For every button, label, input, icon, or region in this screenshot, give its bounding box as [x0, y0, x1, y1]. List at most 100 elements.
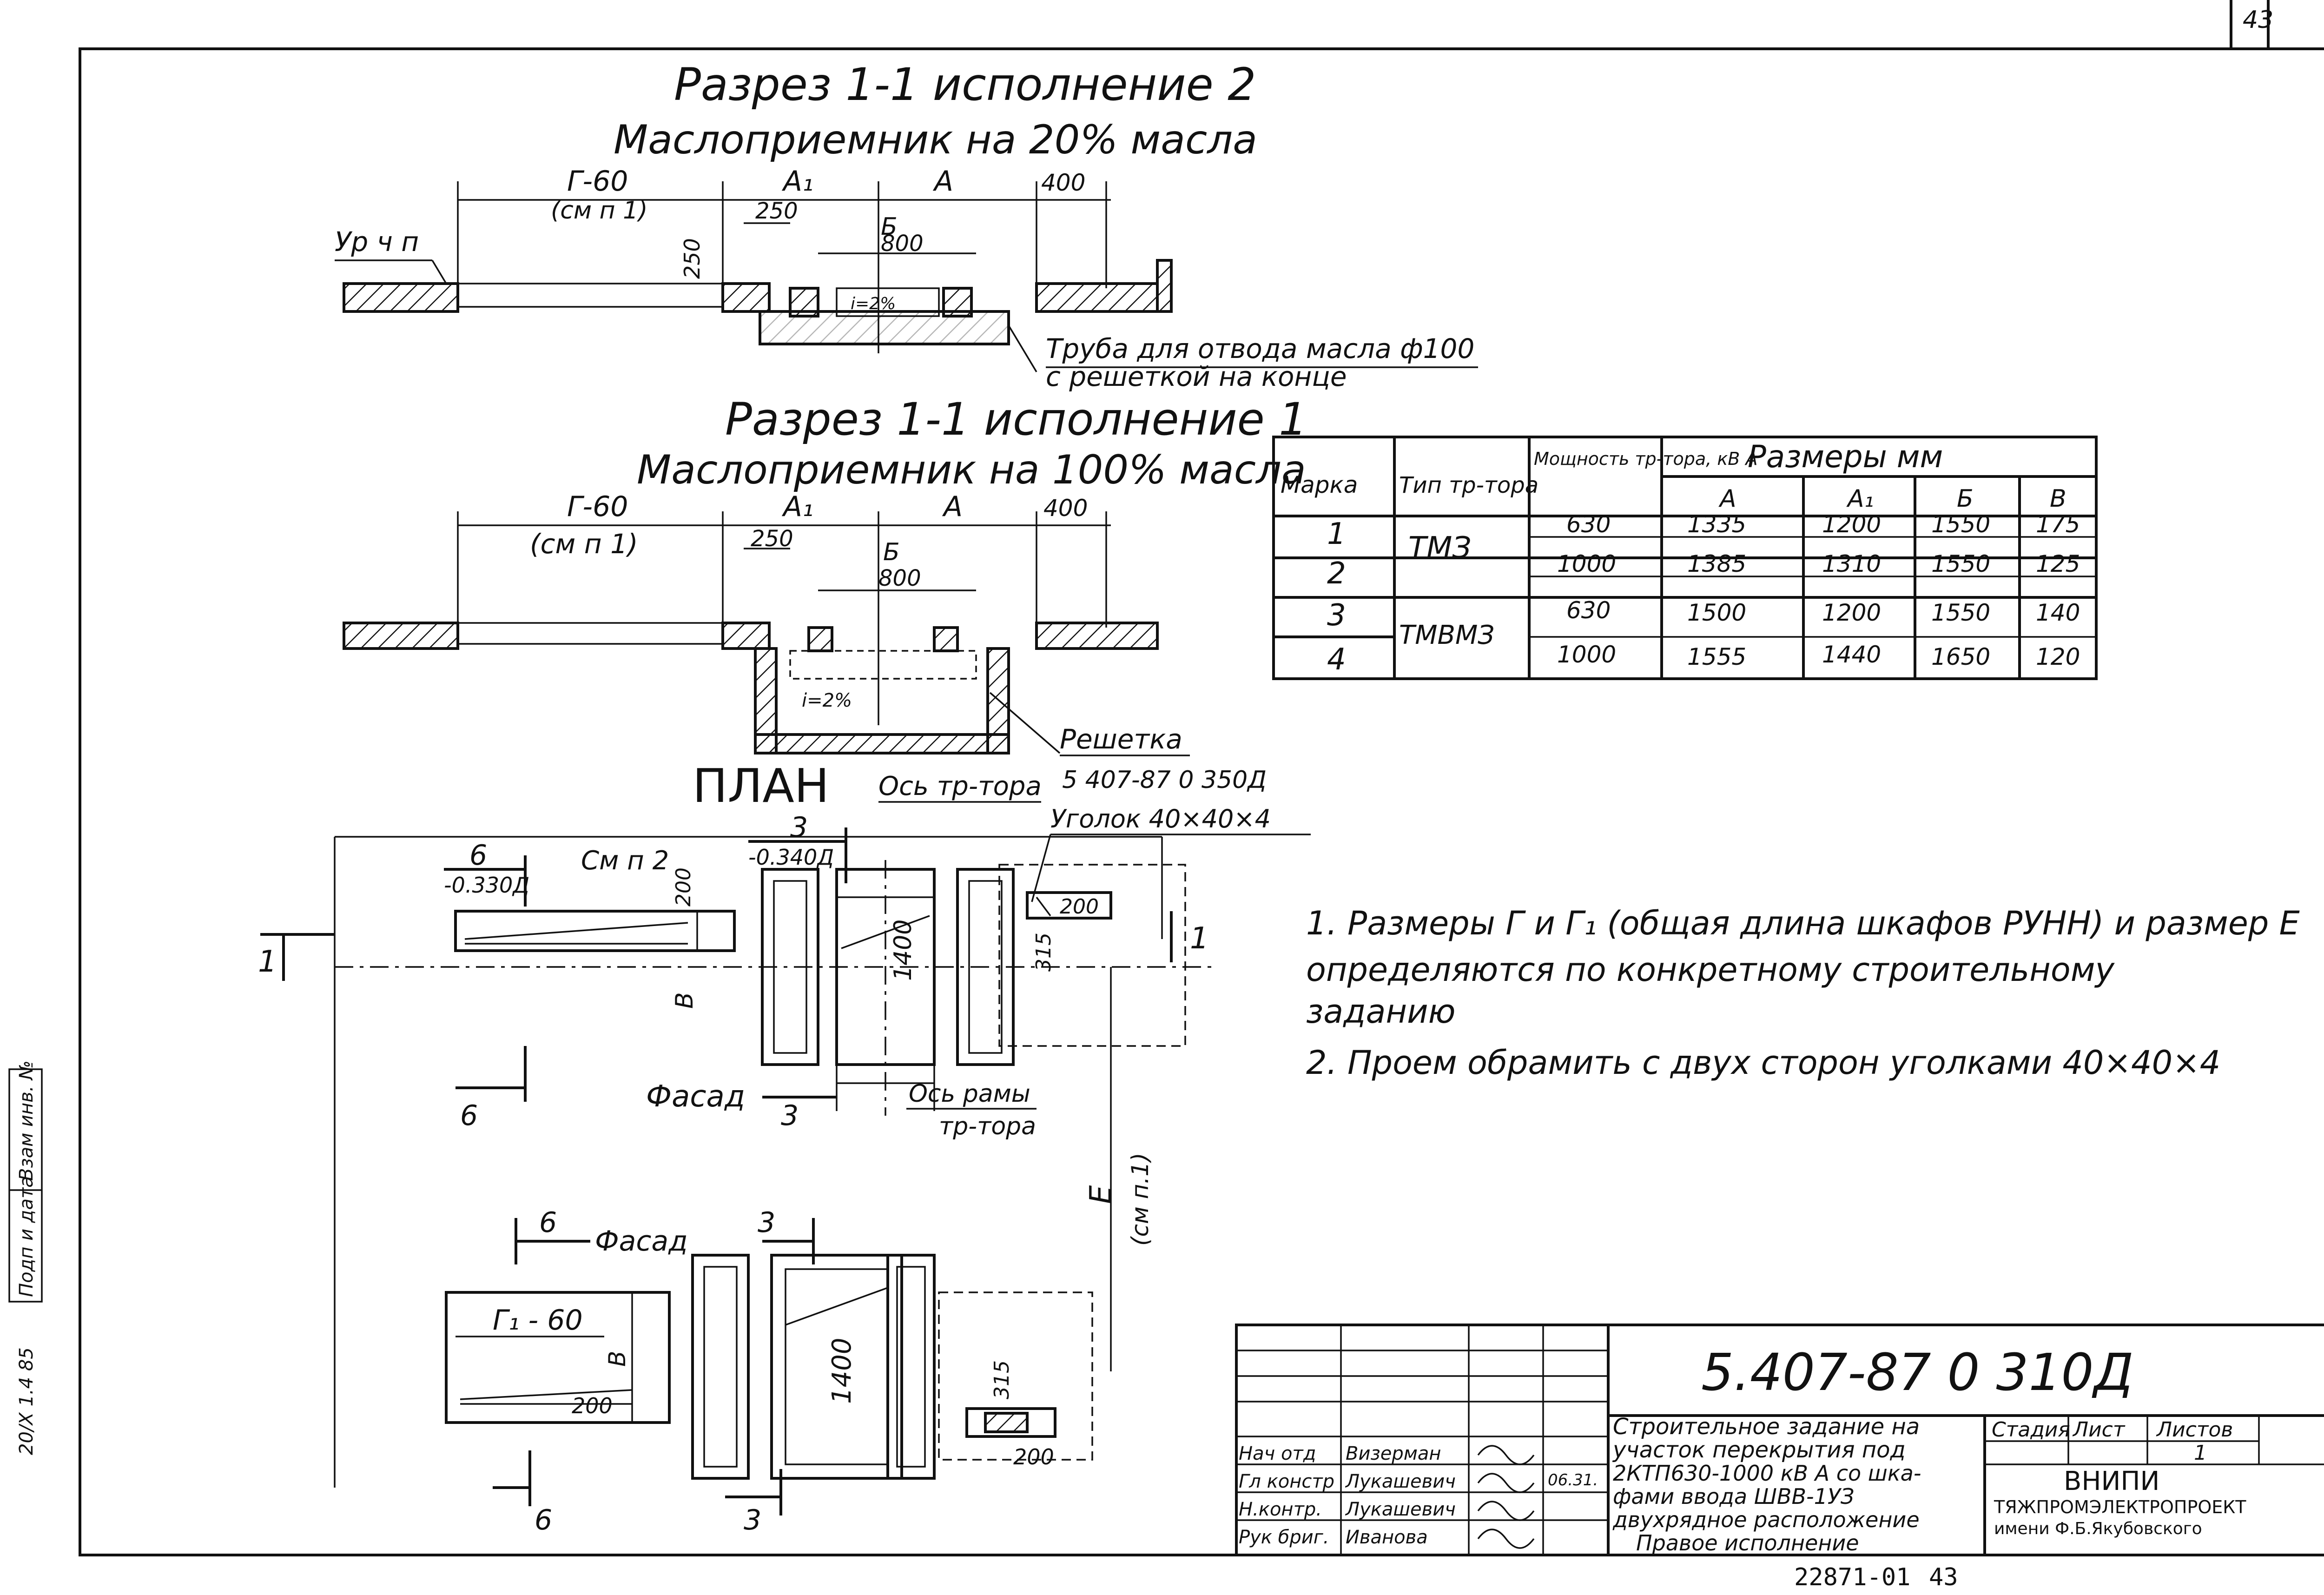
role-2: Гл констр [1239, 1471, 1334, 1492]
table-row: 1 ТМЗ 630 1335 1200 1550 175 [1327, 511, 2080, 565]
plan-cut1-left: 1 [258, 945, 277, 979]
desc-line-6: Правое исполнение [1636, 1530, 1859, 1555]
plan-angle-label: Уголок 40×40×4 [1050, 804, 1271, 834]
signature-4 [1477, 1529, 1535, 1549]
row1-mark: 1 [1327, 517, 1346, 551]
row3-power: 630 [1566, 597, 1611, 624]
plan-cut6: 6 [469, 839, 487, 872]
s2-slope: i=2% [851, 294, 896, 313]
row2-b: 1550 [1931, 550, 1990, 577]
role-1: Нач отд [1239, 1443, 1316, 1464]
plan-cut1-right: 1 [1190, 921, 1209, 956]
s1-slope: i=2% [802, 690, 852, 711]
name-1: Визерман [1346, 1443, 1441, 1464]
plan-dim-1400: 1400 [889, 920, 917, 981]
doc-code: 5.407-87 0 310Д [1701, 1343, 2133, 1402]
plan-angle-200: 200 [1060, 895, 1099, 919]
page-number: 43 [2243, 6, 2273, 34]
name-2: Лукашевич [1345, 1471, 1456, 1492]
table-row: 3 ТМВМЗ 630 1500 1200 1550 140 [1327, 597, 2080, 650]
th-power: Мощность тр-тора, кВ А [1534, 449, 1757, 469]
row4-power: 1000 [1557, 641, 1616, 668]
sheets-label: Листов [2156, 1418, 2233, 1442]
lower-dim-200b: 200 [1013, 1444, 1054, 1469]
role-3: Н.контр. [1239, 1499, 1322, 1520]
plan-dim-e-note: (см п.1) [1127, 1152, 1154, 1246]
s1-dim-400: 400 [1043, 495, 1088, 522]
signature-3 [1477, 1501, 1535, 1521]
th-v: B [2050, 485, 2067, 513]
desc-line-3: 2КТП630-1000 кВ А со шка- [1613, 1461, 1921, 1486]
plan-dim-v: B [671, 992, 699, 1009]
plan-facade: Фасад [646, 1079, 745, 1114]
plan-cut3: 3 [790, 811, 808, 844]
plan-axis-frame-2: тр-тора [939, 1112, 1036, 1140]
row1-power: 630 [1566, 511, 1611, 538]
lower-cut3-bottom: 3 [744, 1504, 761, 1536]
s2-dim-b: Б [881, 213, 898, 241]
margin-stamp: Взам инв. № Подп и дата 20/X 1.4 85 [8, 1060, 43, 1455]
s2-dim-250: 250 [755, 198, 798, 224]
s1-dim-a: A [942, 490, 963, 523]
note-line-4: 2. Проем обрамить с двух сторон уголками… [1306, 1044, 2220, 1082]
sheets-value: 1 [2194, 1441, 2207, 1465]
th-sizes: Размеры мм [1748, 439, 1943, 475]
plan-cut3-bottom: 3 [781, 1099, 799, 1132]
th-a: A [1718, 485, 1736, 513]
row1-v: 175 [2036, 511, 2080, 538]
plan-view: ПЛАН Ось тр-тора Уголок 40×40×4 6 -0.330… [258, 759, 1311, 1488]
role-4: Рук бриг. [1239, 1527, 1329, 1548]
dimensions-table: Марка Тип тр-тора Мощность тр-тора, кВ А… [1272, 436, 2098, 680]
plan-dim-e: E [1084, 1185, 1118, 1204]
row4-b: 1650 [1931, 643, 1990, 670]
s2-dim-250-vert: 250 [680, 238, 705, 279]
note-line-2: определяются по конкретному строительном… [1306, 951, 2115, 989]
lower-dim-v: B [604, 1351, 631, 1367]
th-mark: Марка [1281, 471, 1358, 498]
th-a1: A₁ [1846, 485, 1874, 513]
s1-dim-800: 800 [878, 565, 921, 591]
row1-a1: 1200 [1822, 511, 1881, 538]
row3-a1: 1200 [1822, 599, 1881, 626]
stage-label: Стадия [1992, 1418, 2070, 1442]
th-b: Б [1957, 485, 1974, 513]
name-3: Лукашевич [1345, 1499, 1456, 1520]
row3-a: 1500 [1687, 599, 1746, 626]
row3-mark: 3 [1327, 598, 1346, 633]
bottom-number: 22871-01 [1794, 1563, 1910, 1591]
row3-type: ТМВМЗ [1399, 620, 1494, 650]
row2-v: 125 [2036, 550, 2080, 577]
row4-mark: 4 [1327, 642, 1346, 677]
row1-b: 1550 [1931, 511, 1990, 538]
plan-cut3-level: -0.340Д [748, 845, 834, 870]
plan-cut6-bottom: 6 [460, 1099, 478, 1132]
th-type: Тип тр-тора [1399, 472, 1538, 498]
notes: 1. Размеры Г и Г₁ (общая длина шкафов РУ… [1306, 904, 2300, 1082]
s2-pipe-note-1: Труба для отвода масла ф100 [1046, 333, 1474, 364]
lower-cut3: 3 [758, 1206, 775, 1239]
s1-dim-g-note: (см п 1) [530, 528, 638, 560]
table-row: 4 1000 1555 1440 1650 120 [1327, 641, 2080, 677]
row2-a1: 1310 [1822, 550, 1881, 577]
lower-dim-1400: 1400 [827, 1337, 857, 1404]
s1-dim-g: Г-60 [567, 490, 628, 523]
note-line-3: заданию [1306, 993, 1456, 1031]
s2-dim-g-note: (см п 1) [551, 197, 648, 225]
row2-mark: 2 [1327, 556, 1346, 591]
bottom-page: 43 [1929, 1563, 1958, 1591]
s2-pipe-note-2: с решеткой на конце [1046, 361, 1347, 392]
lower-cut6: 6 [539, 1206, 557, 1239]
signature-2 [1477, 1473, 1535, 1493]
plan-title: ПЛАН [693, 759, 829, 813]
row2-a: 1385 [1687, 550, 1746, 577]
section-variant-2: Разрез 1-1 исполнение 2 Маслоприемник на… [335, 59, 1478, 392]
plan-cm-p2: См п 2 [581, 846, 669, 876]
s2-dim-a1: A₁ [781, 165, 813, 198]
section-variant-1: Разрез 1-1 исполнение 1 Маслоприемник на… [343, 393, 1307, 794]
s2-dim-g: Г-60 [567, 165, 628, 198]
plan-dim-200: 200 [672, 867, 695, 907]
s2-dim-400: 400 [1041, 169, 1085, 196]
row2-power: 1000 [1557, 550, 1616, 577]
row4-v: 120 [2036, 643, 2080, 670]
section1-title: Разрез 1-1 исполнение 1 [725, 393, 1307, 445]
